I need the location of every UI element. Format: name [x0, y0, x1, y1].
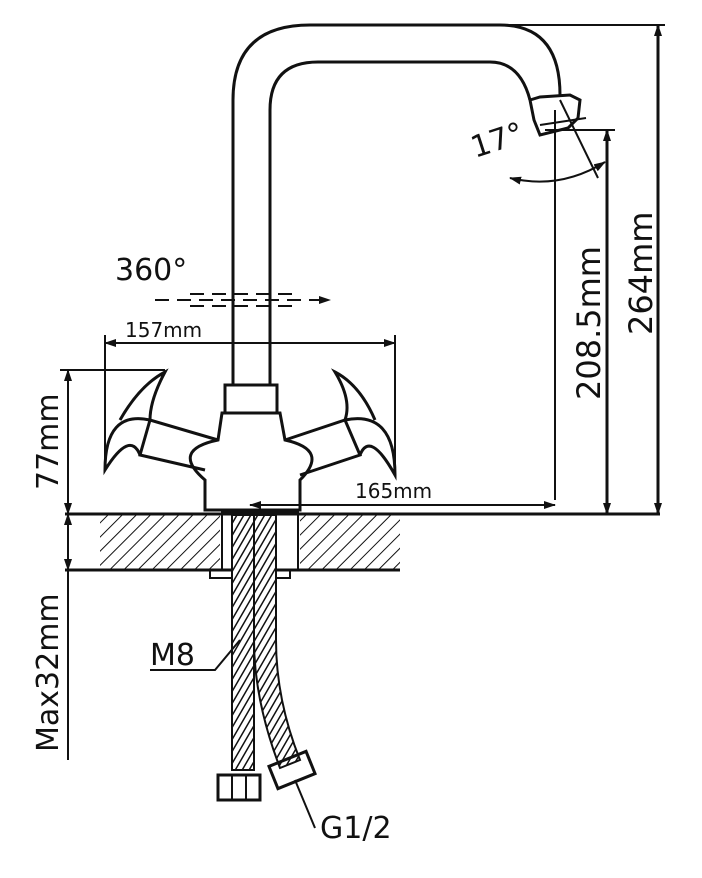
dimension-lines — [60, 24, 665, 829]
total-height-label: 264mm — [622, 212, 660, 335]
spout-outlet-height-label: 208.5mm — [570, 246, 608, 400]
max-counter-thickness-label: Max32mm — [31, 593, 66, 752]
mounting-shank-and-hoses — [209, 511, 317, 802]
handle-width-label: 157mm — [125, 318, 202, 342]
spout-angle-indicator: 17° — [467, 99, 606, 185]
body-height-label: 77mm — [31, 393, 66, 490]
stud-thread-label: M8 — [150, 638, 195, 673]
faucet-body — [103, 368, 397, 512]
countertop — [65, 512, 660, 572]
spout — [231, 23, 587, 500]
hose-connection-label: G1/2 — [320, 811, 392, 846]
spout-angle-label: 17° — [467, 116, 528, 166]
rotation-indicator: 360° — [115, 253, 331, 307]
spout-reach-label: 165mm — [355, 479, 432, 503]
rotation-label: 360° — [115, 253, 187, 288]
